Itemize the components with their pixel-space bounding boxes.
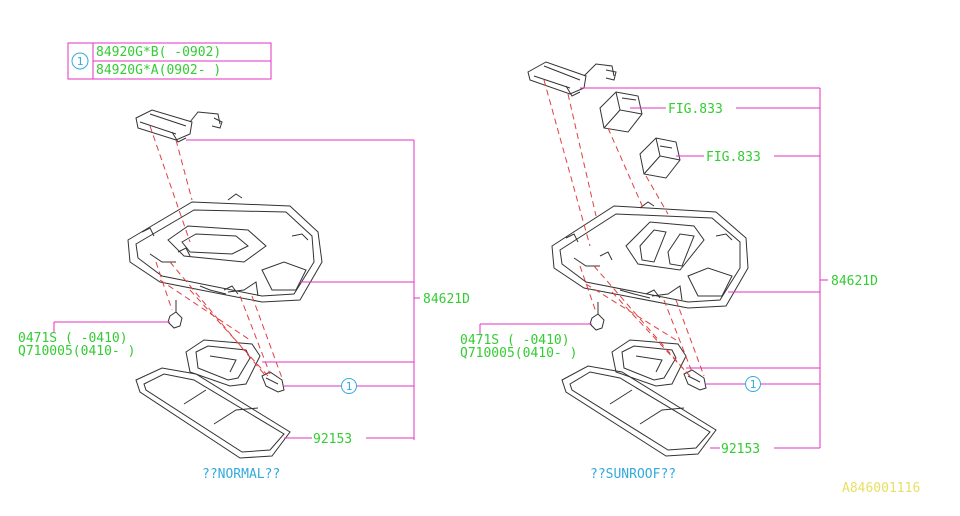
right-marker-circle	[745, 376, 761, 392]
left-bolt-line2: Q710005(0410- )	[18, 344, 135, 359]
right-fig-ref-1: FIG.833	[668, 102, 723, 117]
left-marker: 1	[346, 380, 353, 393]
bulb-left	[261, 371, 285, 393]
bulb-right	[683, 369, 707, 391]
console-housing-right	[551, 201, 749, 309]
console-housing-left	[127, 193, 323, 303]
right-part-92153: 92153	[721, 442, 760, 457]
footer-illustration-code: A846001116	[842, 481, 920, 496]
fig833-block-2	[639, 137, 681, 179]
left-dashed-lines	[149, 125, 283, 379]
right-bolt-line2: Q710005(0410- )	[460, 346, 577, 361]
left-part-92153: 92153	[313, 432, 352, 447]
lamp-bracket-left	[135, 109, 223, 143]
cover-92153-left	[135, 367, 291, 459]
lens-right	[611, 339, 687, 387]
right-caption: ??SUNROOF??	[590, 467, 676, 482]
right-assembly: FIG.833 FIG.833 84621D 0471S ( -0410) Q7…	[460, 61, 878, 482]
legend-table: 1 84920G*B( -0902) 84920G*A(0902- )	[67, 42, 272, 80]
lens-left	[185, 339, 261, 387]
legend-marker-circle	[71, 52, 89, 70]
legend-row-2: 84920G*A(0902- )	[96, 63, 221, 78]
right-dashed-lines	[543, 79, 705, 377]
left-bolt-line1: 0471S ( -0410)	[18, 331, 128, 346]
left-assembly: 84621D 0471S ( -0410) Q710005(0410- ) 1 …	[18, 109, 470, 482]
right-fig-ref-2: FIG.833	[706, 150, 761, 165]
fig833-block-1	[599, 91, 643, 133]
lamp-bracket-right	[527, 61, 617, 97]
left-leaders	[53, 139, 420, 440]
right-leaders	[479, 87, 828, 449]
right-part-84621d: 84621D	[831, 274, 878, 289]
legend-row-1: 84920G*B( -0902)	[96, 45, 221, 60]
right-bolt-line1: 0471S ( -0410)	[460, 333, 570, 348]
left-caption: ??NORMAL??	[202, 467, 280, 482]
left-marker-circle	[341, 378, 357, 394]
left-part-84621d: 84621D	[423, 292, 470, 307]
legend-marker: 1	[77, 55, 84, 68]
bolt-right	[589, 302, 605, 331]
right-marker: 1	[750, 378, 757, 391]
cover-92153-right	[561, 365, 717, 457]
